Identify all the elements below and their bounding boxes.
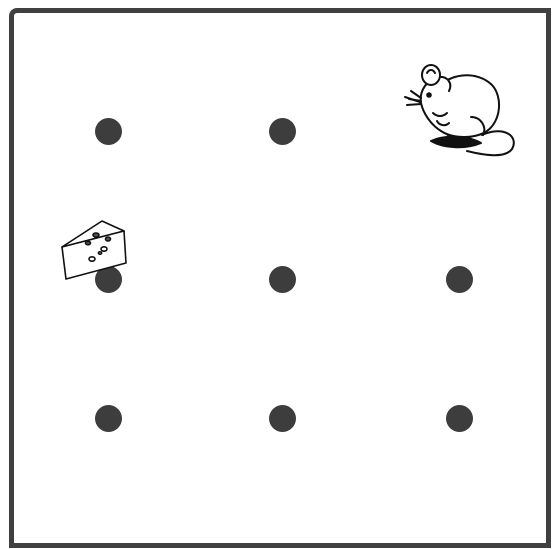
cheese-icon[interactable] — [52, 213, 132, 291]
mouse-icon[interactable] — [387, 55, 527, 165]
